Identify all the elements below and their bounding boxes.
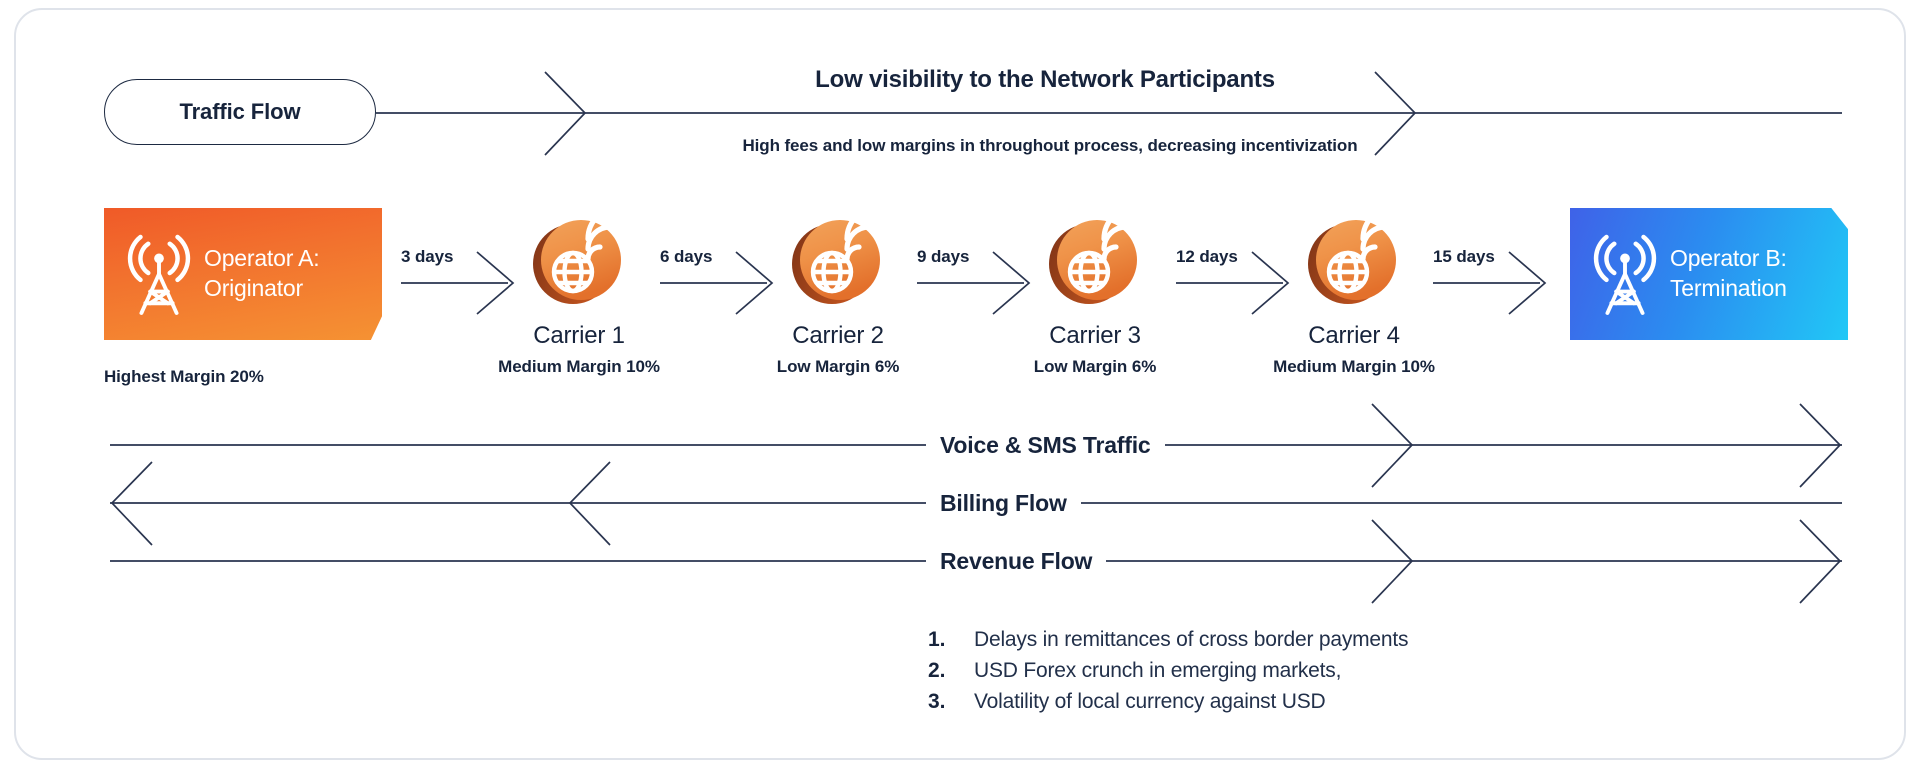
carrier-node-2[interactable]: Carrier 2 Low Margin 6%	[753, 208, 923, 377]
hop-label-5: 15 days	[1433, 247, 1495, 266]
cell-tower-icon	[1593, 234, 1657, 315]
globe-signal-icon	[1308, 210, 1396, 304]
carrier-node-1[interactable]: Carrier 1 Medium Margin 10%	[494, 208, 664, 377]
operator-a-margin-caption: Highest Margin 20%	[104, 367, 264, 386]
hop-label-1: 3 days	[401, 247, 454, 266]
subheadline-high-fees: High fees and low margins in throughout …	[742, 136, 1358, 155]
carrier-name-4: Carrier 4	[1308, 322, 1400, 349]
note-text-1: Delays in remittances of cross border pa…	[974, 628, 1409, 651]
flow-label-revenue: Revenue Flow	[926, 548, 1107, 575]
globe-signal-icon	[1049, 210, 1137, 304]
note-text-3: Volatility of local currency against USD	[974, 690, 1326, 713]
operator-a-line1: Operator A:	[204, 245, 320, 272]
note-number-3: 3.	[928, 690, 946, 713]
operator-b-text: Operator B: Termination	[1670, 244, 1787, 304]
operator-b-box[interactable]: Operator B: Termination	[1570, 208, 1848, 340]
flow-label-voice-sms: Voice & SMS Traffic	[926, 432, 1165, 459]
carrier-name-1: Carrier 1	[533, 322, 625, 349]
note-item-3: 3. Volatility of local currency against …	[928, 690, 1408, 714]
operator-a-line2: Originator	[204, 275, 303, 301]
traffic-flow-label: Traffic Flow	[179, 99, 301, 124]
carrier-name-3: Carrier 3	[1049, 322, 1141, 349]
note-number-1: 1.	[928, 628, 946, 651]
headline-low-visibility: Low visibility to the Network Participan…	[815, 66, 1275, 93]
hop-label-2: 6 days	[660, 247, 713, 266]
globe-signal-icon	[533, 210, 621, 304]
operator-a-box[interactable]: Operator A: Originator	[104, 208, 382, 340]
carrier-margin-1: Medium Margin 10%	[498, 357, 660, 376]
operator-b-line2: Termination	[1670, 275, 1787, 301]
cell-tower-icon	[127, 234, 191, 315]
note-item-2: 2. USD Forex crunch in emerging markets,	[928, 659, 1408, 683]
carrier-icon-wrap-1	[494, 208, 664, 316]
carrier-node-3[interactable]: Carrier 3 Low Margin 6%	[1010, 208, 1180, 377]
note-item-1: 1. Delays in remittances of cross border…	[928, 628, 1409, 652]
carrier-margin-4: Medium Margin 10%	[1273, 357, 1435, 376]
carrier-name-2: Carrier 2	[792, 322, 884, 349]
carrier-margin-3: Low Margin 6%	[1033, 357, 1157, 376]
operator-a-text: Operator A: Originator	[204, 244, 320, 304]
hop-label-3: 9 days	[917, 247, 970, 266]
notes-list: 1. Delays in remittances of cross border…	[928, 628, 1409, 721]
note-text-2: USD Forex crunch in emerging markets,	[974, 659, 1342, 682]
operator-b-line1: Operator B:	[1670, 245, 1787, 272]
traffic-flow-pill[interactable]: Traffic Flow	[104, 79, 376, 145]
note-number-2: 2.	[928, 659, 946, 682]
carrier-icon-wrap-3	[1010, 208, 1180, 316]
carrier-node-4[interactable]: Carrier 4 Medium Margin 10%	[1269, 208, 1439, 377]
carrier-icon-wrap-2	[753, 208, 923, 316]
carrier-margin-2: Low Margin 6%	[776, 357, 900, 376]
globe-signal-icon	[792, 210, 880, 304]
flow-label-billing: Billing Flow	[926, 490, 1081, 517]
hop-label-4: 12 days	[1176, 247, 1238, 266]
carrier-icon-wrap-4	[1269, 208, 1439, 316]
